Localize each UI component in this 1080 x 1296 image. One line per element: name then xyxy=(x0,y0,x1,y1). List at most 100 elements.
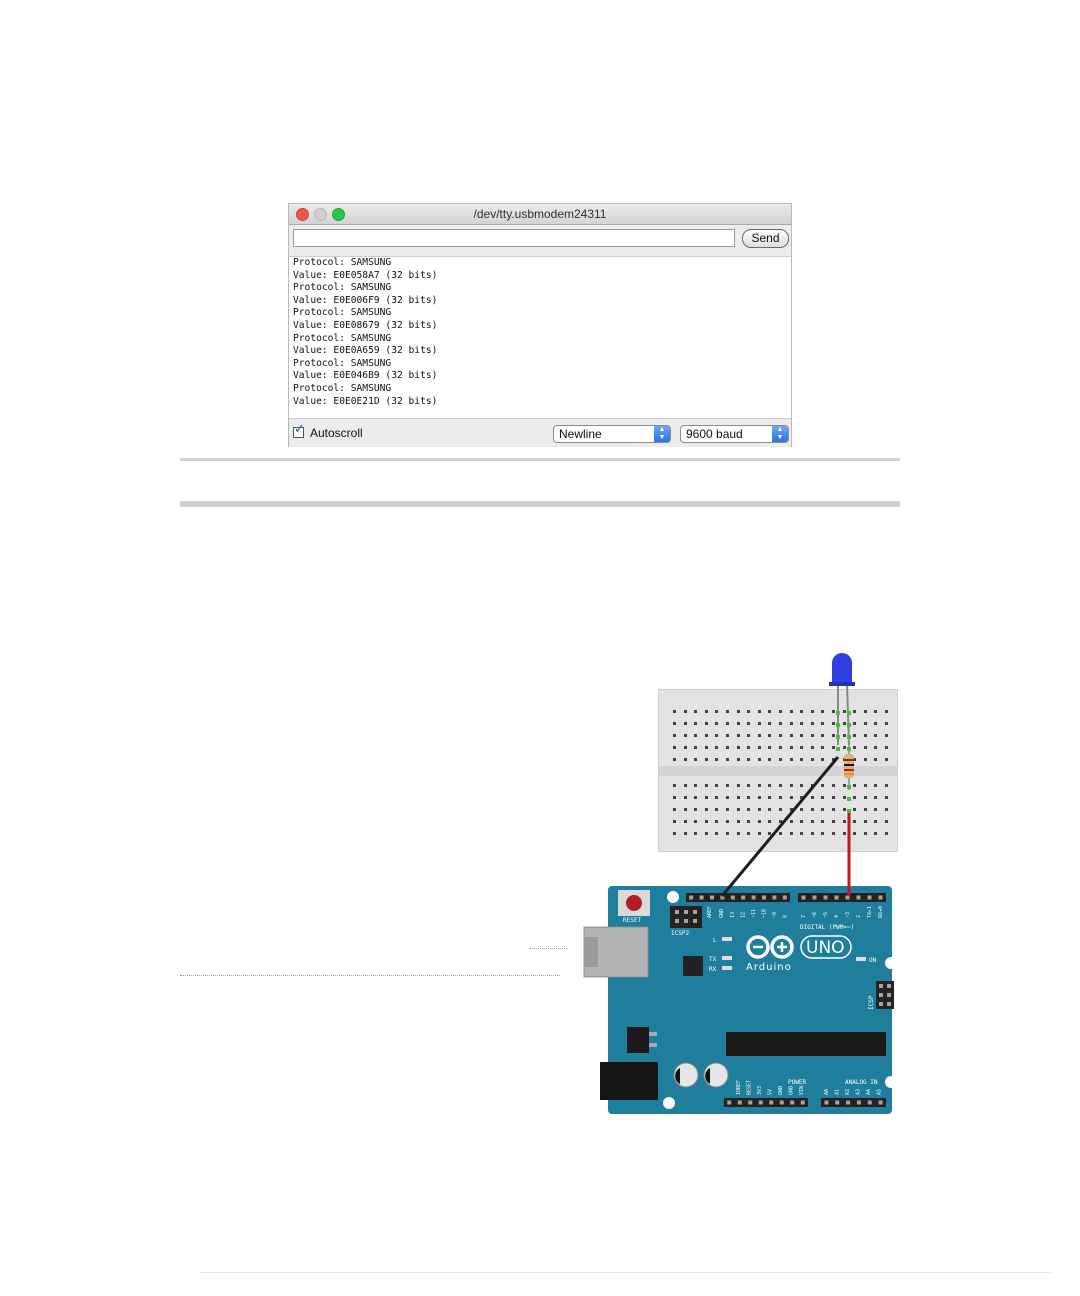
output-line: Protocol: SAMSUNG xyxy=(293,257,392,268)
serial-monitor-window: /dev/tty.usbmodem24311 Send Protocol: SA… xyxy=(288,203,792,447)
output-line: Value: E0E058A7 (32 bits) xyxy=(293,269,438,281)
send-input[interactable] xyxy=(293,229,735,247)
digital-header-right xyxy=(798,893,886,902)
pin-label: A3 xyxy=(856,1089,862,1095)
pin-label: GND xyxy=(789,1086,795,1095)
pin-label: ~10 xyxy=(762,909,768,918)
microcontroller-chip xyxy=(726,1032,886,1056)
output-line: Value: E0E046B9 (32 bits) xyxy=(293,370,438,382)
pin-label: 4 xyxy=(834,915,840,918)
pin-label: ~11 xyxy=(751,909,757,918)
power-jack xyxy=(600,1062,658,1100)
line-ending-value: Newline xyxy=(559,427,602,441)
usb-chip xyxy=(683,956,703,976)
on-led xyxy=(856,957,866,961)
mounting-hole xyxy=(885,1076,897,1088)
icsp2-header xyxy=(670,906,702,928)
l-label: L xyxy=(713,937,717,944)
uno-label: UNO xyxy=(806,938,845,958)
icsp2-label: ICSP2 xyxy=(671,930,689,937)
send-bar: Send xyxy=(289,225,791,257)
rule-top xyxy=(180,458,900,461)
breadboard xyxy=(658,689,898,852)
pin-label: ~6 xyxy=(812,912,818,918)
output-line: Protocol: SAMSUNG xyxy=(293,357,392,369)
blue-led xyxy=(832,653,852,684)
pin-label: 3V3 xyxy=(757,1086,763,1095)
digital-header-left xyxy=(686,893,790,902)
footer-rule xyxy=(200,1272,1051,1273)
rx-led xyxy=(722,966,732,970)
rx-label: RX xyxy=(709,966,717,973)
reset-button xyxy=(626,895,642,911)
baud-select[interactable]: 9600 baud ▲▼ xyxy=(680,425,789,443)
uno-badge xyxy=(800,935,852,959)
digital-label: DIGITAL (PWM=~) xyxy=(800,924,854,931)
line-ending-select[interactable]: Newline ▲▼ xyxy=(553,425,671,443)
pin-label: ~5 xyxy=(823,912,829,918)
pin-label: ~3 xyxy=(845,912,851,918)
minimize-button[interactable] xyxy=(314,208,327,221)
pin-label: A1 xyxy=(835,1089,841,1095)
window-title: /dev/tty.usbmodem24311 xyxy=(473,207,607,221)
callout-leader-short xyxy=(529,948,567,949)
gnd-label: GND xyxy=(719,909,725,918)
reset-label: RESET xyxy=(623,917,641,924)
callout-leader-long xyxy=(180,975,560,976)
autoscroll-checkbox[interactable]: ✓ xyxy=(293,423,305,438)
close-button[interactable] xyxy=(296,208,309,221)
on-label: ON xyxy=(869,957,877,964)
output-line: Value: E0E006F9 (32 bits) xyxy=(293,294,438,306)
pin-label: VIN xyxy=(799,1086,805,1095)
pin-label: RESET xyxy=(747,1080,753,1095)
autoscroll-label: Autoscroll xyxy=(310,426,363,440)
power-header xyxy=(724,1098,808,1107)
pin-label: A2 xyxy=(845,1089,851,1095)
mounting-hole xyxy=(885,957,897,969)
black-wire xyxy=(720,756,840,897)
pin-label: A0 xyxy=(824,1089,830,1095)
analog-label: ANALOG IN xyxy=(845,1079,878,1086)
output-line: Protocol: SAMSUNG xyxy=(293,282,392,294)
pin-label: TX▸1 xyxy=(867,906,873,918)
select-arrows-icon: ▲▼ xyxy=(772,426,788,442)
voltage-regulator xyxy=(627,1027,649,1053)
output-line: Protocol: SAMSUNG xyxy=(293,332,392,344)
brand-label: Arduino xyxy=(746,962,792,973)
baud-value: 9600 baud xyxy=(686,427,743,441)
output-line: Protocol: SAMSUNG xyxy=(293,307,392,319)
analog-header xyxy=(821,1098,886,1107)
output-line: Value: E0E08679 (32 bits) xyxy=(293,319,438,331)
pin-label: A4 xyxy=(866,1089,872,1095)
l-led xyxy=(722,937,732,941)
tx-led xyxy=(722,956,732,960)
pin-label: 8 xyxy=(783,915,789,918)
icsp-label: ICSP xyxy=(868,995,875,1010)
breadboard-center-channel xyxy=(659,766,897,776)
rule-bottom xyxy=(180,501,900,507)
pin-label: RX◂0 xyxy=(878,906,884,918)
icsp-header xyxy=(876,981,894,1009)
pin-label: GND xyxy=(778,1086,784,1095)
select-arrows-icon: ▲▼ xyxy=(654,426,670,442)
output-line: Value: E0E0A659 (32 bits) xyxy=(293,345,438,357)
tx-label: TX xyxy=(709,956,717,963)
status-bar: ✓ Autoscroll Newline ▲▼ 9600 baud ▲▼ xyxy=(289,418,791,447)
zoom-button[interactable] xyxy=(332,208,345,221)
aref-label: AREF xyxy=(707,906,713,918)
mounting-hole xyxy=(667,891,679,903)
pin-label: 7 xyxy=(801,915,807,918)
power-label: POWER xyxy=(788,1079,806,1086)
title-bar[interactable]: /dev/tty.usbmodem24311 xyxy=(289,204,791,225)
pin-label: 2 xyxy=(856,915,862,918)
pin-label: ~9 xyxy=(772,912,778,918)
pin-label: 13 xyxy=(730,912,736,918)
pin-label: A5 xyxy=(877,1089,883,1095)
mounting-hole xyxy=(663,1097,675,1109)
output-line: Value: E0E0E21D (32 bits) xyxy=(293,395,438,407)
send-button[interactable]: Send xyxy=(742,229,789,248)
pin-label: 12 xyxy=(741,912,747,918)
arduino-logo-icon xyxy=(746,935,794,959)
